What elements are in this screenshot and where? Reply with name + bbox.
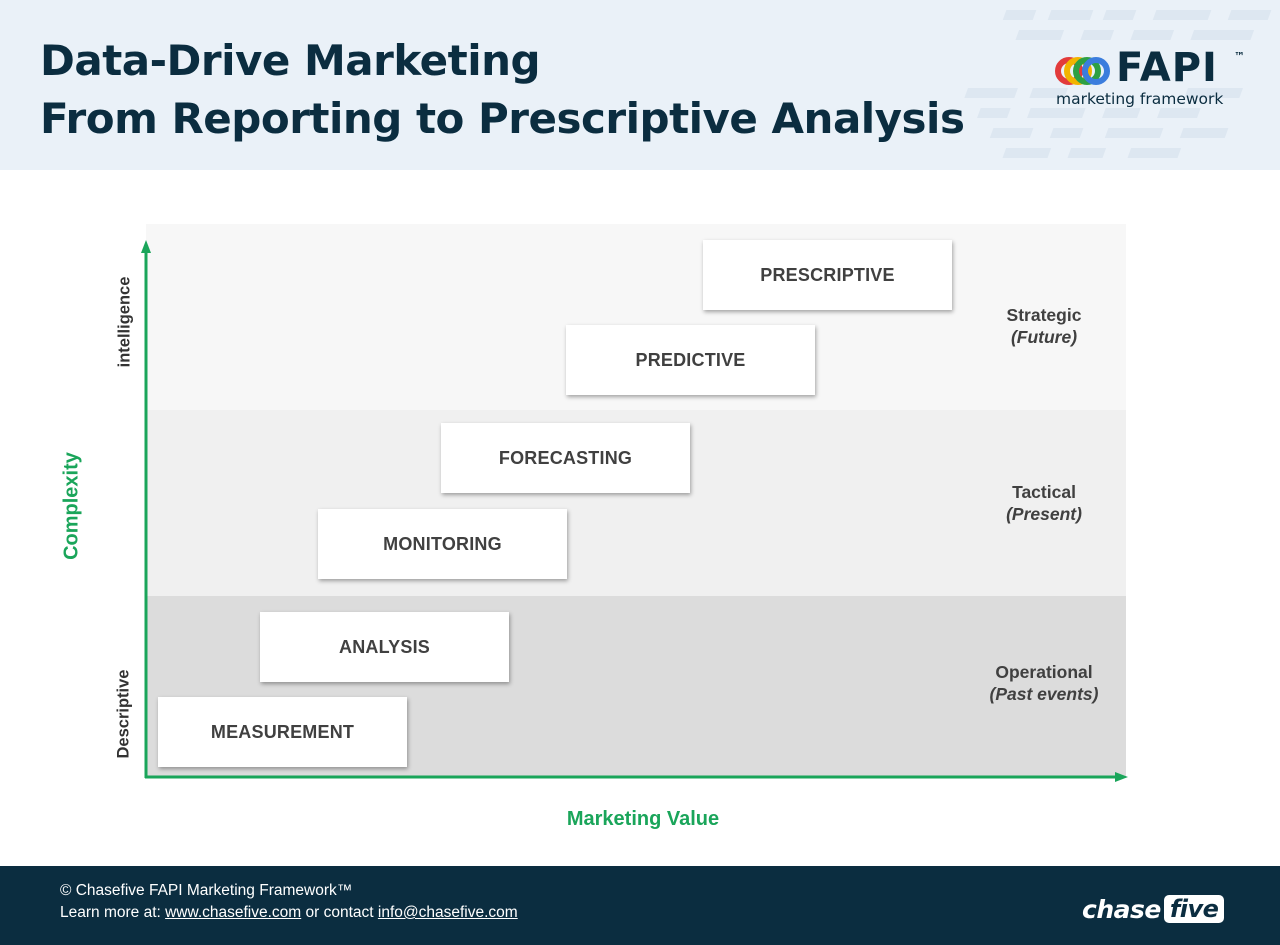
stage-forecasting: FORECASTING bbox=[441, 423, 690, 493]
band-label-tactical: Tactical (Present) bbox=[964, 481, 1124, 525]
header-banner: Data-Drive Marketing From Reporting to P… bbox=[0, 0, 1280, 170]
footer-learn-prefix: Learn more at: bbox=[60, 904, 166, 921]
chasefive-logo-left: chase bbox=[1082, 894, 1161, 924]
y-axis-top-label: intelligence bbox=[115, 276, 134, 368]
fapi-wordmark: FAPI bbox=[1116, 45, 1218, 91]
stage-monitoring: MONITORING bbox=[318, 509, 567, 579]
fapi-logo: FAPI ™ marketing framework bbox=[1054, 46, 1254, 112]
y-axis-bottom-label: Descriptive bbox=[114, 669, 133, 759]
band-label-operational-name: Operational bbox=[995, 662, 1093, 682]
band-label-strategic-name: Strategic bbox=[1006, 305, 1082, 325]
band-label-strategic: Strategic (Future) bbox=[964, 304, 1124, 348]
band-label-operational: Operational (Past events) bbox=[964, 661, 1124, 705]
x-axis-title: Marketing Value bbox=[566, 808, 720, 830]
stage-prescriptive: PRESCRIPTIVE bbox=[703, 240, 952, 310]
website-link[interactable]: www.chasefive.com bbox=[165, 904, 302, 921]
page-title-line-1: Data-Drive Marketing bbox=[40, 36, 541, 85]
band-label-operational-sub: (Past events) bbox=[989, 684, 1099, 704]
stage-predictive: PREDICTIVE bbox=[566, 325, 815, 395]
footer-copyright: © Chasefive FAPI Marketing Framework™ bbox=[60, 882, 353, 899]
footer-learn-more: Learn more at: www.chasefive.com or cont… bbox=[60, 902, 518, 924]
band-label-tactical-sub: (Present) bbox=[1006, 504, 1082, 524]
band-label-tactical-name: Tactical bbox=[1012, 482, 1076, 502]
fapi-logo-subtitle: marketing framework bbox=[1056, 90, 1224, 108]
fapi-trademark: ™ bbox=[1234, 50, 1245, 63]
footer-contact-text: or contact bbox=[301, 904, 378, 921]
stage-measurement: MEASUREMENT bbox=[158, 697, 407, 767]
footer: © Chasefive FAPI Marketing Framework™ Le… bbox=[0, 866, 1280, 945]
y-axis-title: Complexity bbox=[60, 452, 83, 560]
header-pattern-decoration bbox=[964, 10, 1272, 158]
stage-analysis: ANALYSIS bbox=[260, 612, 509, 682]
page-title-line-2: From Reporting to Prescriptive Analysis bbox=[40, 94, 965, 143]
email-link[interactable]: info@chasefive.com bbox=[377, 904, 518, 921]
page-title: Data-Drive Marketing From Reporting to P… bbox=[40, 32, 965, 148]
chasefive-logo-right: five bbox=[1163, 895, 1225, 923]
band-label-strategic-sub: (Future) bbox=[1010, 327, 1078, 347]
fapi-rings-icon bbox=[1055, 57, 1110, 85]
